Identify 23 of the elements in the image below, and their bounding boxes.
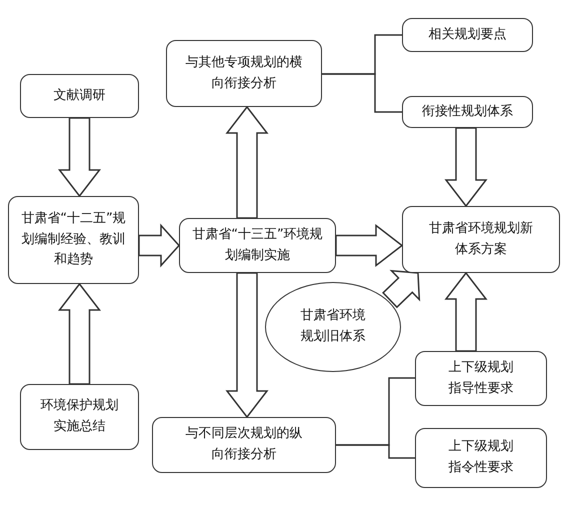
process-box: 上下级规划指令性要求 (415, 428, 547, 488)
block-arrow (225, 106, 269, 219)
process-box: 衔接性规划体系 (402, 96, 533, 128)
block-arrow (225, 272, 269, 418)
connector-line (336, 444, 415, 459)
process-box: 环境保护规划实施总结 (20, 384, 139, 450)
process-box: 相关规划要点 (402, 18, 533, 52)
connector-line (322, 73, 402, 113)
process-box: 上下级规划指导性要求 (415, 351, 547, 406)
block-arrow (444, 272, 488, 352)
block-arrow (58, 282, 102, 385)
block-arrow (138, 224, 180, 268)
process-box: 与不同层次规划的纵向衔接分析 (152, 417, 336, 473)
block-arrow (58, 117, 102, 198)
process-box: 甘肃省环境规划新体系方案 (402, 206, 560, 273)
process-box: 甘肃省“十三五”环境规划编制实施 (179, 218, 336, 273)
block-arrow (335, 224, 404, 268)
process-box: 文献调研 (20, 74, 139, 118)
block-arrow (382, 270, 420, 308)
process-box: 甘肃省“十二五”规划编制经验、教训和趋势 (8, 196, 139, 284)
process-box: 与其他专项规划的横向衔接分析 (166, 40, 322, 107)
ellipse-node: 甘肃省环境规划旧体系 (265, 282, 401, 372)
block-arrow (444, 127, 488, 208)
